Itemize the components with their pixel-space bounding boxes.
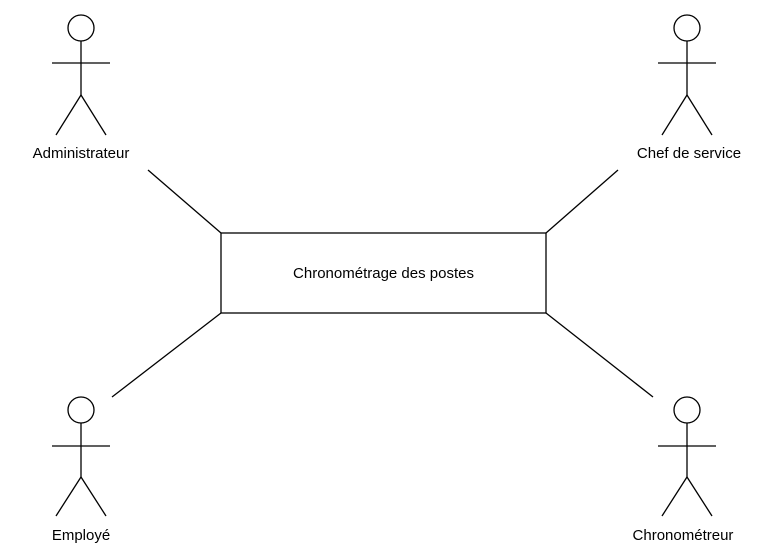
actor-administrateur[interactable]: Administrateur [33,14,130,162]
actor-figure-icon [52,14,110,136]
actor-figure-icon [52,396,110,517]
association-employe [111,312,222,398]
association-chronometreur [545,312,654,398]
association-chef-de-service [545,169,619,234]
actor-figure-icon [658,396,716,517]
actor-figure-icon [658,14,716,136]
central-component-label: Chronométrage des postes [293,265,474,282]
central-component-box [220,232,547,314]
association-administrateur [147,169,222,234]
actor-chronometreur[interactable]: Chronométreur [633,396,734,544]
central-component[interactable]: Chronométrage des postes [220,232,547,314]
actor-employe[interactable]: Employé [52,396,110,544]
actor-label-chronometreur: Chronométreur [633,527,734,544]
actor-label-employe: Employé [52,527,110,544]
actor-chef-de-service[interactable]: Chef de service [637,14,741,162]
actor-label-chef-de-service: Chef de service [637,145,741,162]
actor-label-administrateur: Administrateur [33,145,130,162]
